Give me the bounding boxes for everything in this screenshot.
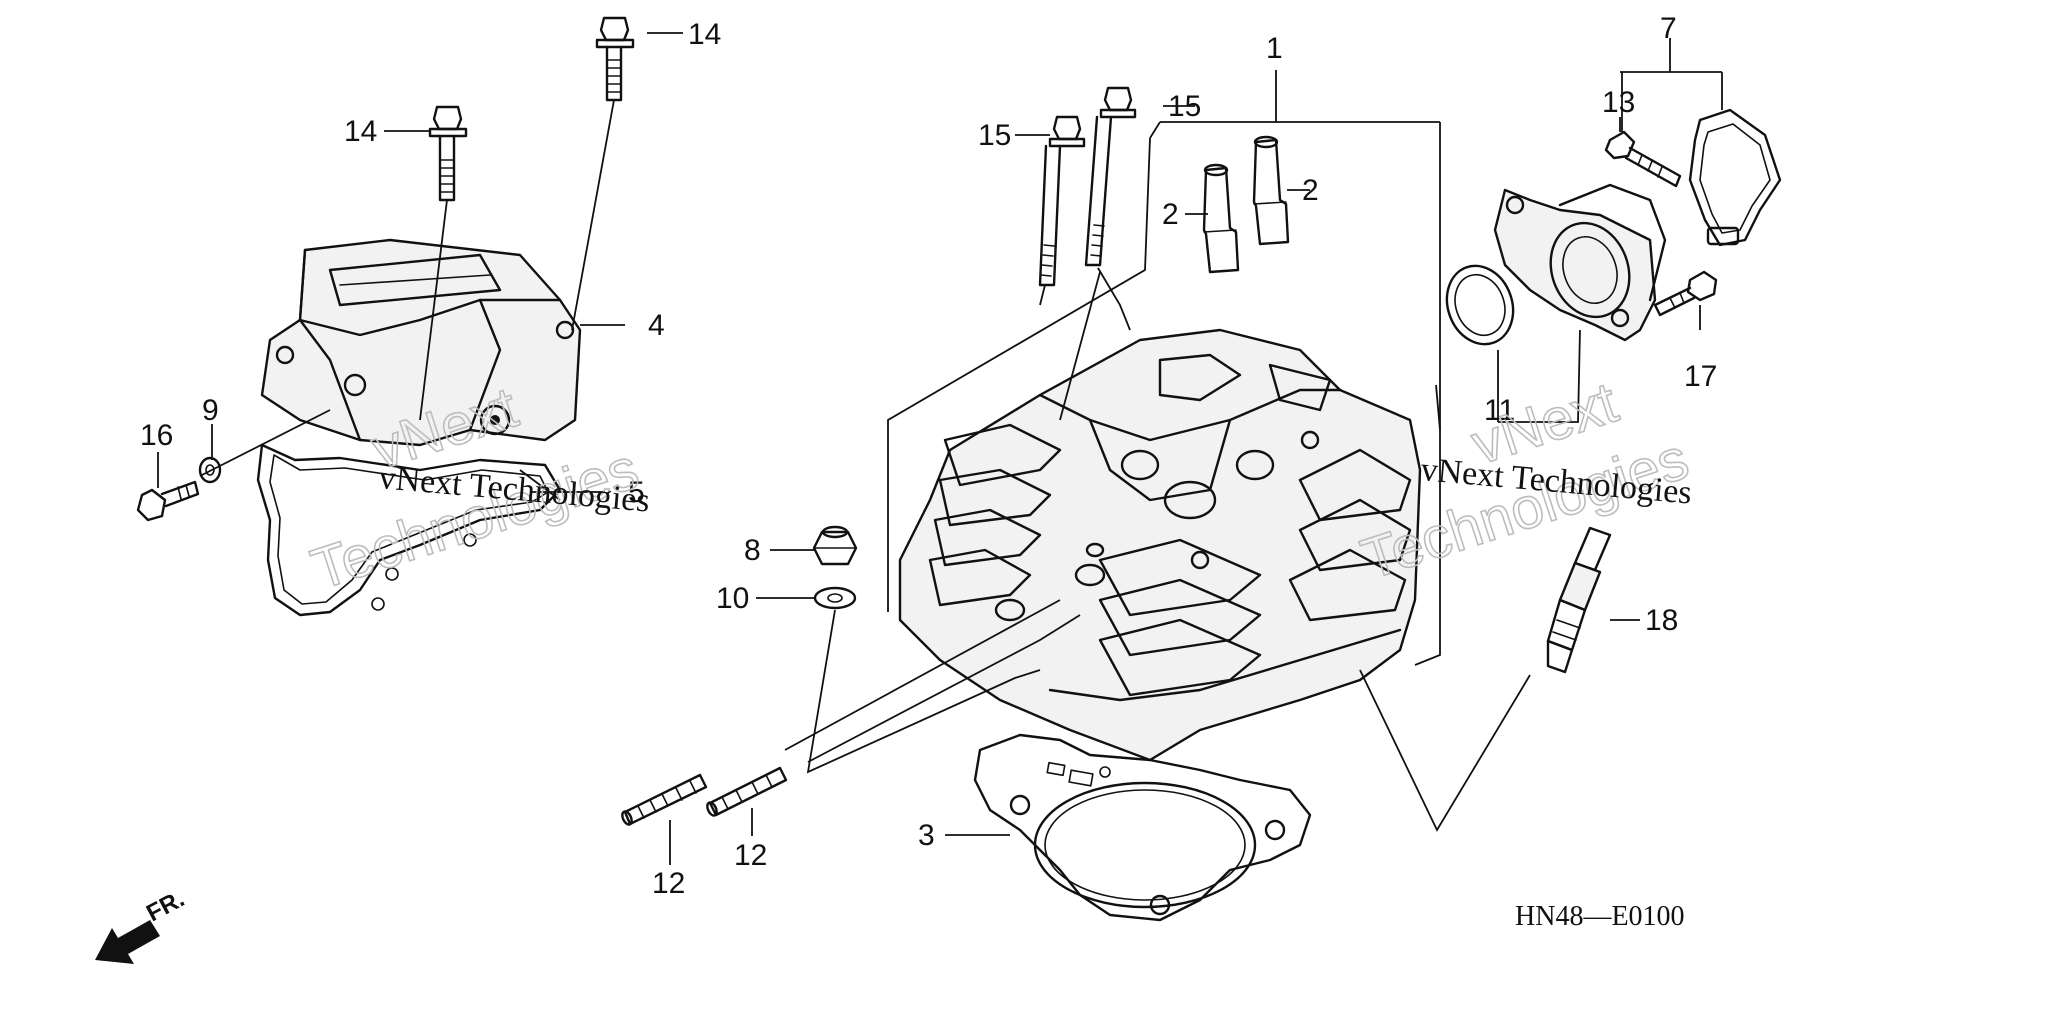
callout-1: 1	[1266, 32, 1283, 65]
head-cover-gasket	[256, 443, 562, 617]
callout-18: 18	[1645, 604, 1678, 637]
bolt-16	[136, 480, 200, 522]
head-cover	[260, 238, 582, 447]
callout-leaders	[157, 32, 1701, 865]
callout-16: 16	[140, 419, 173, 452]
band-clamp-7	[1688, 108, 1782, 247]
callout-10: 10	[716, 582, 749, 615]
stud-bolt-left	[621, 773, 708, 826]
callout-12-right: 12	[734, 839, 767, 872]
carburetor-insulator	[1493, 183, 1667, 342]
callout-13: 13	[1602, 86, 1635, 119]
valve-guide-right	[1252, 135, 1290, 246]
cylinder-head-gasket	[973, 733, 1312, 922]
washer-10	[813, 586, 857, 610]
callout-4: 4	[648, 309, 665, 342]
screw-13	[1604, 130, 1682, 188]
callout-15-right: 15	[1168, 90, 1201, 123]
callout-14-upper: 14	[688, 18, 721, 51]
callout-8: 8	[744, 534, 761, 567]
callout-7: 7	[1660, 12, 1677, 45]
callout-5: 5	[628, 476, 645, 509]
callout-2-left: 2	[1162, 198, 1179, 231]
bolt-17	[1653, 270, 1718, 317]
valve-guide-left	[1202, 163, 1240, 274]
callout-15-left: 15	[978, 119, 1011, 152]
bolt-15-right	[1084, 86, 1137, 267]
front-arrow-icon	[95, 920, 160, 964]
cap-nut-8	[812, 525, 858, 566]
front-direction-indicator: FR.	[95, 885, 189, 964]
leader-lines	[199, 38, 1723, 832]
washer-9	[198, 456, 222, 484]
callout-2-right: 2	[1302, 174, 1319, 207]
callout-11: 11	[1484, 394, 1515, 427]
o-ring-11	[1445, 264, 1515, 346]
callout-12-left: 12	[652, 867, 685, 900]
bolt-14-left	[428, 105, 468, 202]
bolt-14-upper	[595, 16, 635, 102]
callout-3: 3	[918, 819, 935, 852]
callout-14-left: 14	[344, 115, 377, 148]
callout-labels: 1 2 2 3 4 5 7 8 9 10 11 12 12 13 14 14 1…	[140, 12, 1717, 900]
callout-9: 9	[202, 394, 219, 427]
spark-plug	[1546, 526, 1612, 674]
diagram-code: HN48—E0100	[1515, 901, 1685, 932]
bolt-15-left	[1038, 115, 1086, 287]
cylinder-head	[898, 328, 1422, 762]
callout-17: 17	[1684, 360, 1717, 393]
stud-bolt-right	[706, 766, 788, 817]
